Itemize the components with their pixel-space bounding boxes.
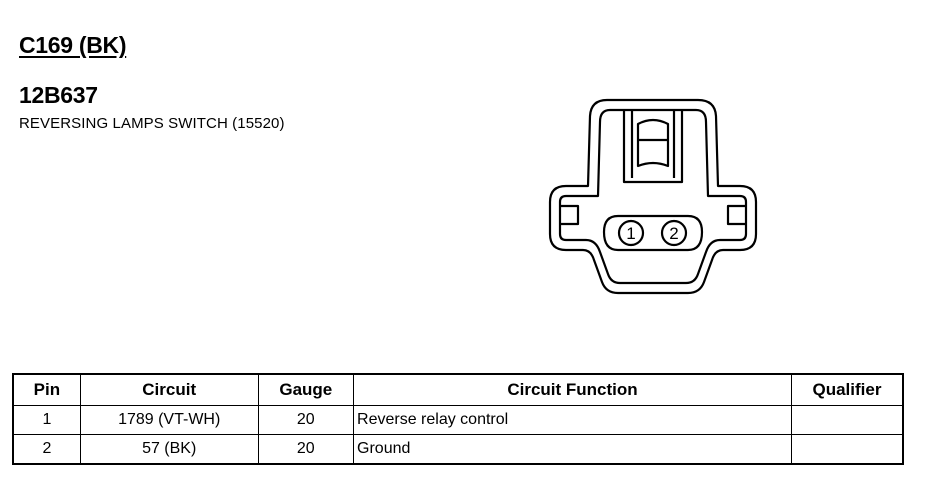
table-header-row: Pin Circuit Gauge Circuit Function Quali… xyxy=(12,373,904,406)
housing-inner-outline xyxy=(558,108,748,285)
part-number: 12B637 xyxy=(19,82,98,108)
connector-face-diagram: 1 2 xyxy=(548,98,758,295)
latch-channel xyxy=(622,110,684,184)
column-header-qualifier: Qualifier xyxy=(790,373,904,406)
column-header-pin: Pin xyxy=(12,373,81,406)
cell-circuit-function: Reverse relay control xyxy=(353,405,792,435)
pin-1-label: 1 xyxy=(626,224,635,243)
cell-circuit: 57 (BK) xyxy=(79,434,259,465)
cell-gauge: 20 xyxy=(257,434,355,465)
table-row: 1 1789 (VT-WH) 20 Reverse relay control xyxy=(12,405,904,435)
pin-cavity-pod xyxy=(602,214,704,252)
part-description: REVERSING LAMPS SWITCH (15520) xyxy=(19,115,285,132)
connector-id: C169 (BK) xyxy=(19,32,127,58)
cell-circuit-function: Ground xyxy=(353,434,792,465)
pin-2-circle xyxy=(660,219,688,247)
pin-1-circle xyxy=(617,219,645,247)
cell-qualifier xyxy=(790,405,904,435)
pin-table: Pin Circuit Gauge Circuit Function Quali… xyxy=(12,373,904,465)
cell-circuit: 1789 (VT-WH) xyxy=(79,405,259,435)
column-header-circuit-function: Circuit Function xyxy=(353,373,792,406)
housing-outline xyxy=(548,98,758,295)
column-header-gauge: Gauge xyxy=(257,373,355,406)
table-row: 2 57 (BK) 20 Ground xyxy=(12,434,904,465)
cell-qualifier xyxy=(790,434,904,465)
cell-pin: 1 xyxy=(12,405,81,435)
cell-pin: 2 xyxy=(12,434,81,465)
cell-gauge: 20 xyxy=(257,405,355,435)
left-rib xyxy=(560,204,580,226)
pin-2-label: 2 xyxy=(669,224,678,243)
column-header-circuit: Circuit xyxy=(79,373,259,406)
latch-tab xyxy=(636,118,670,168)
right-rib xyxy=(726,204,746,226)
